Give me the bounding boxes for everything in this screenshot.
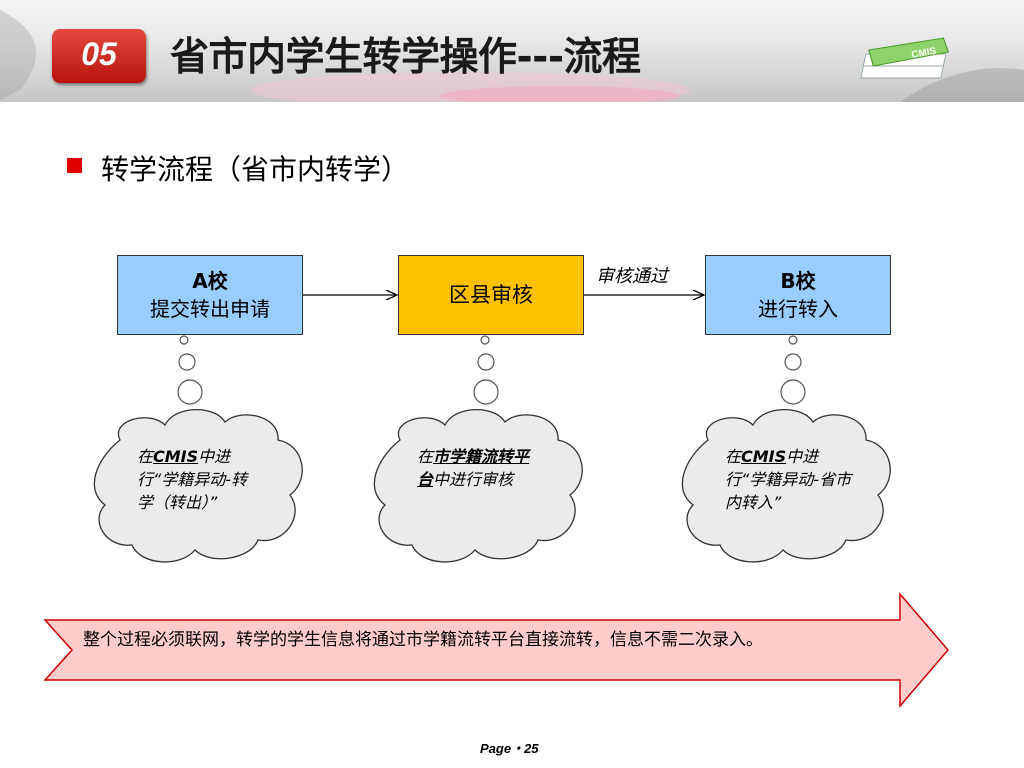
step-district-review-label: 区县审核: [449, 283, 533, 307]
cloud-b-link: CMIS: [741, 447, 787, 466]
cloud-a-link: CMIS: [153, 447, 199, 466]
cloud-a-text: 在CMIS中进行“学籍异动-转学（转出）”: [137, 445, 262, 514]
thought-dots-b: [780, 335, 806, 405]
cloud-b-prefix: 在: [725, 447, 742, 466]
cloud-b: [681, 408, 891, 563]
header-decoration: [0, 10, 1024, 102]
cmis-logo-text: CMIS: [911, 46, 938, 61]
cloud-mid: [373, 408, 583, 563]
step-school-b-desc: 进行转入: [758, 297, 838, 321]
cloud-mid-text: 在市学籍流转平台中进行审核: [417, 445, 545, 491]
step-school-a-box: A校 提交转出申请: [117, 255, 303, 335]
cmis-logo-icon: CMIS: [860, 37, 950, 79]
cloud-b-text: 在CMIS中进行“学籍异动-省市内转入”: [725, 445, 857, 514]
page-title: 省市内学生转学操作---流程: [170, 35, 641, 80]
cloud-b-rest: 中进行“学籍异动-省市内转入”: [725, 447, 852, 512]
thought-dots-mid: [473, 335, 499, 405]
approve-label: 审核通过: [596, 266, 668, 287]
step-school-a-desc: 提交转出申请: [150, 297, 270, 321]
step-school-b-box: B校 进行转入: [705, 255, 891, 335]
summary-note: 整个过程必须联网，转学的学生信息将通过市学籍流转平台直接流转，信息不需二次录入。: [83, 630, 763, 650]
section-number: 05: [81, 36, 117, 72]
section-number-badge: 05: [52, 29, 146, 83]
bullet-square: [67, 158, 82, 173]
cloud-mid-link: 市学籍流转平台: [417, 447, 530, 489]
cloud-a: [93, 408, 303, 563]
step-school-b-title: B校: [780, 269, 816, 293]
page-number: Page・25: [480, 741, 539, 756]
cloud-mid-rest: 中进行审核: [433, 470, 514, 489]
header-band: 05 省市内学生转学操作---流程 CMIS: [0, 0, 1024, 102]
step-school-a-title: A校: [192, 269, 228, 293]
summary-arrow-shape: [43, 591, 949, 709]
cloud-a-prefix: 在: [137, 447, 154, 466]
step-district-review-box: 区县审核: [398, 255, 584, 335]
cloud-a-rest: 中进行“学籍异动-转学（转出）”: [137, 447, 248, 512]
cloud-mid-prefix: 在: [417, 447, 434, 466]
thought-dots-a: [177, 335, 203, 405]
bullet-heading: 转学流程（省市内转学）: [101, 153, 410, 186]
